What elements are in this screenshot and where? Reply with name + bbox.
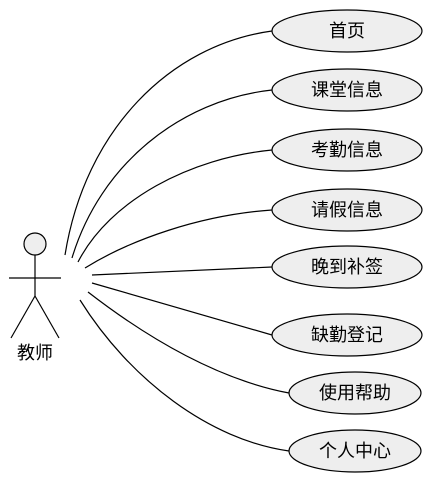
association-line (91, 266, 273, 276)
use-case-ellipse (271, 68, 423, 112)
association-line (91, 282, 273, 336)
use-case-ellipse (271, 245, 423, 289)
use-case-label: 考勤信息 (311, 140, 383, 161)
use-case-label: 首页 (329, 21, 365, 42)
use-case-label: 使用帮助 (319, 383, 391, 404)
use-case-ellipse (271, 188, 423, 232)
use-case-ellipse (271, 9, 423, 53)
actor-left-leg (10, 295, 36, 339)
use-case-attendance-info[interactable]: 考勤信息 (271, 128, 423, 172)
use-case-label: 请假信息 (311, 200, 383, 221)
use-case-ellipse (288, 429, 422, 473)
use-case-ellipse (288, 371, 422, 415)
use-case-ellipse (271, 128, 423, 172)
actor-head-icon (23, 232, 47, 256)
actor-right-leg (34, 295, 60, 339)
actor-label: 教师 (17, 343, 53, 364)
use-case-home[interactable]: 首页 (271, 9, 423, 53)
association-line (71, 89, 273, 259)
use-case-personal-center[interactable]: 个人中心 (288, 429, 422, 473)
association-line (87, 291, 290, 394)
use-case-label: 晚到补签 (311, 257, 383, 278)
use-case-label: 课堂信息 (311, 80, 383, 101)
association-line (79, 299, 290, 452)
use-case-label: 缺勤登记 (311, 325, 383, 346)
use-case-ellipse (271, 313, 423, 357)
use-case-label: 个人中心 (319, 441, 391, 462)
use-case-help[interactable]: 使用帮助 (288, 371, 422, 415)
use-case-class-info[interactable]: 课堂信息 (271, 68, 423, 112)
use-case-late-sign-in[interactable]: 晚到补签 (271, 245, 423, 289)
association-line (77, 149, 273, 263)
association-line (84, 209, 273, 269)
associations (64, 30, 290, 452)
use-case-absence-registration[interactable]: 缺勤登记 (271, 313, 423, 357)
actor-teacher[interactable]: 教师 (9, 232, 61, 364)
association-line (64, 30, 273, 256)
use-case-leave-info[interactable]: 请假信息 (271, 188, 423, 232)
